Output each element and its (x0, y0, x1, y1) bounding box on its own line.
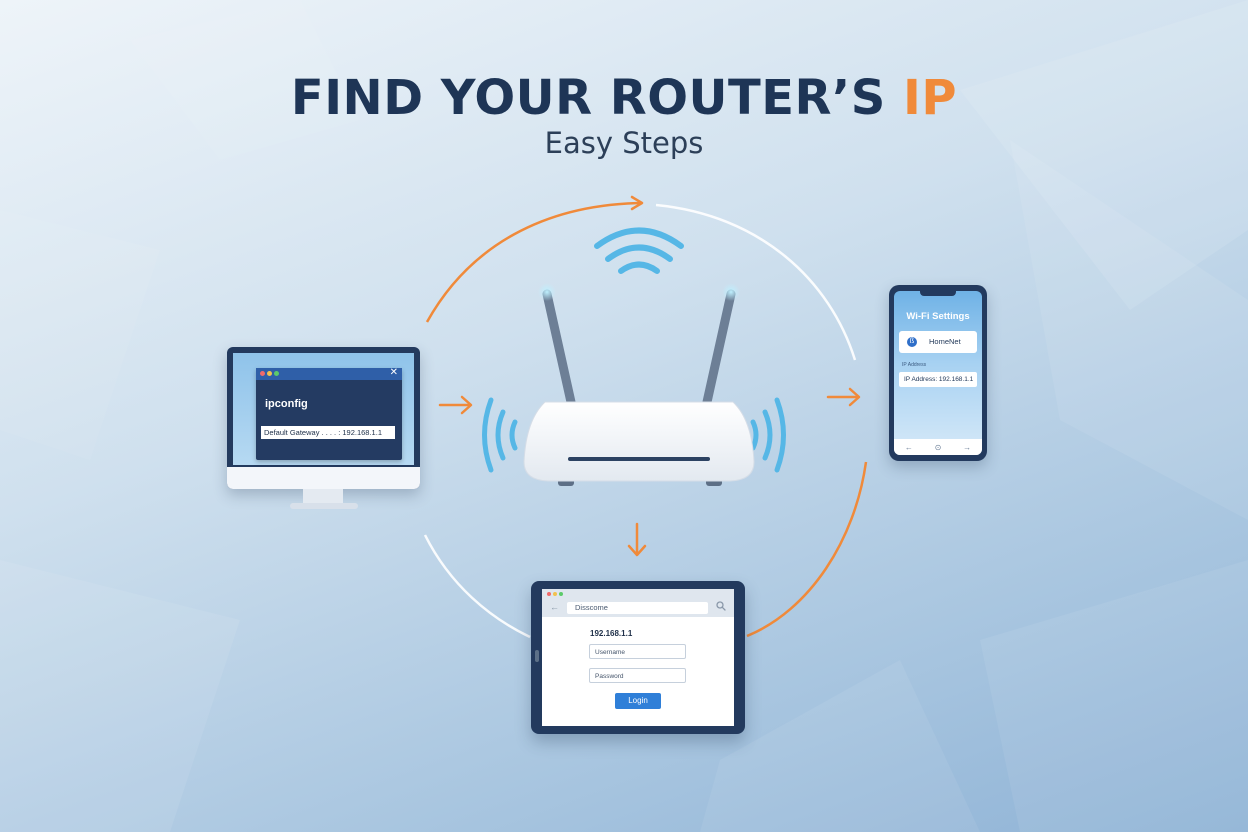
window-dot-yellow[interactable] (267, 371, 272, 376)
monitor-chin (227, 467, 420, 489)
desktop-computer: ✕ ipconfig Default Gateway . . . . : 192… (227, 347, 420, 511)
window-dot-green[interactable] (559, 592, 563, 596)
page-title: FIND YOUR ROUTER’S IP (0, 70, 1248, 126)
network-icon: ß (907, 337, 917, 347)
browser-toolbar: ← Disscome (542, 589, 734, 617)
title-accent: IP (903, 70, 958, 126)
wifi-signal-icon (594, 227, 684, 274)
arrow-head-top (630, 195, 644, 211)
terminal-command: ipconfig (265, 398, 308, 410)
network-name: HomeNet (929, 337, 961, 346)
tablet-side-button (535, 650, 539, 662)
wifi-network-item[interactable]: ß HomeNet (899, 331, 977, 353)
address-bar[interactable]: Disscome (567, 602, 708, 614)
ip-section-label: IP Address (902, 362, 927, 368)
password-field[interactable]: Password (589, 668, 686, 683)
ip-address-field: IP Address: 192.168.1.1 (899, 372, 977, 387)
router-icon (523, 283, 755, 486)
window-dot-red[interactable] (547, 592, 551, 596)
router-address-heading: 192.168.1.1 (590, 629, 633, 638)
login-button[interactable]: Login (615, 693, 661, 709)
monitor-screen: ✕ ipconfig Default Gateway . . . . : 192… (233, 353, 414, 465)
window-dot-red[interactable] (260, 371, 265, 376)
back-icon[interactable]: ← (904, 442, 913, 452)
forward-icon[interactable]: → (963, 442, 972, 452)
arrow-router-to-phone (826, 387, 861, 407)
phone-notch (920, 291, 956, 296)
phone-nav-bar: ← ⊙ → (894, 439, 982, 455)
signal-waves-right (750, 397, 786, 473)
phone-screen: Wi-Fi Settings ß HomeNet IP Address IP A… (894, 291, 982, 455)
browser-back-icon[interactable]: ← (550, 602, 559, 612)
home-icon[interactable]: ⊙ (934, 442, 942, 452)
title-main: FIND YOUR ROUTER’S (290, 70, 904, 126)
terminal-window: ✕ ipconfig Default Gateway . . . . : 192… (256, 367, 402, 460)
window-dot-green[interactable] (274, 371, 279, 376)
window-dot-yellow[interactable] (553, 592, 557, 596)
signal-waves-left (482, 397, 518, 473)
username-field[interactable]: Username (589, 644, 686, 659)
phone-wifi-title: Wi-Fi Settings (906, 311, 970, 322)
arrow-router-to-tablet (627, 522, 647, 557)
terminal-titlebar: ✕ (256, 367, 402, 380)
tablet-screen: ← Disscome 192.168.1.1 Username Password… (542, 589, 734, 726)
smartphone: Wi-Fi Settings ß HomeNet IP Address IP A… (889, 285, 987, 461)
arc-bottom-right (746, 461, 868, 638)
monitor-stand (303, 489, 343, 503)
arc-top-left (425, 201, 641, 323)
search-icon[interactable] (716, 601, 726, 611)
tablet: ← Disscome 192.168.1.1 Username Password… (531, 581, 745, 734)
arc-top-right (655, 203, 857, 361)
monitor-base (290, 503, 358, 509)
close-icon[interactable]: ✕ (389, 367, 398, 378)
terminal-output: Default Gateway . . . . : 192.168.1.1 (261, 426, 395, 439)
arc-bottom-left (423, 534, 531, 639)
arrow-computer-to-router (438, 395, 473, 415)
page-subtitle: Easy Steps (544, 126, 704, 160)
